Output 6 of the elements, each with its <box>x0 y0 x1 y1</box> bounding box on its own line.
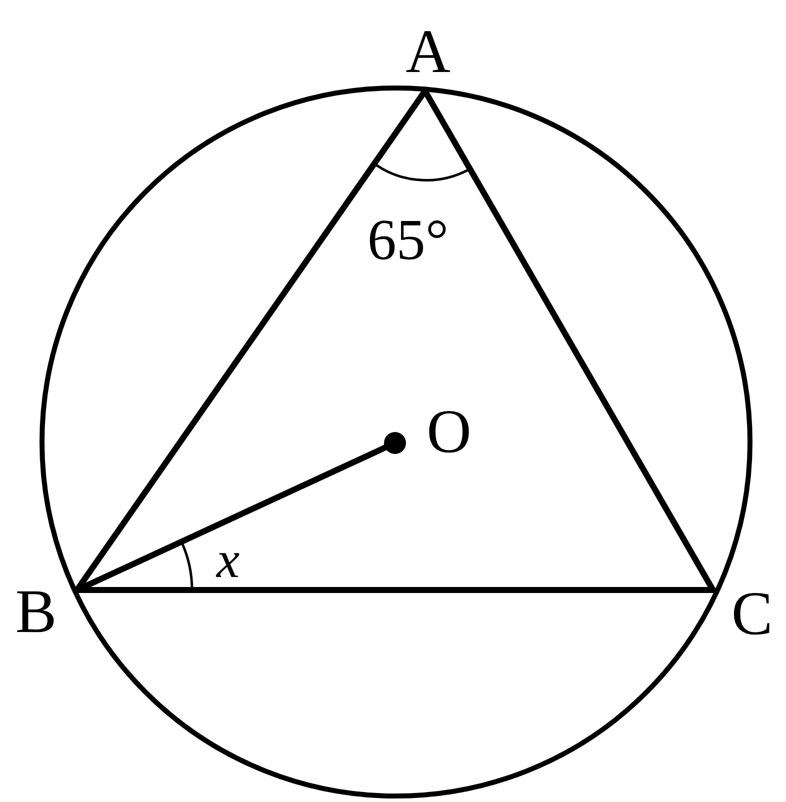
vertex-label: A <box>406 21 450 83</box>
vertex-label: O <box>426 401 472 463</box>
angle-variable: x <box>216 535 240 587</box>
vertex-label: B <box>15 581 57 643</box>
vertex-label: C <box>731 583 773 645</box>
angle-measure: 65° <box>367 211 449 269</box>
